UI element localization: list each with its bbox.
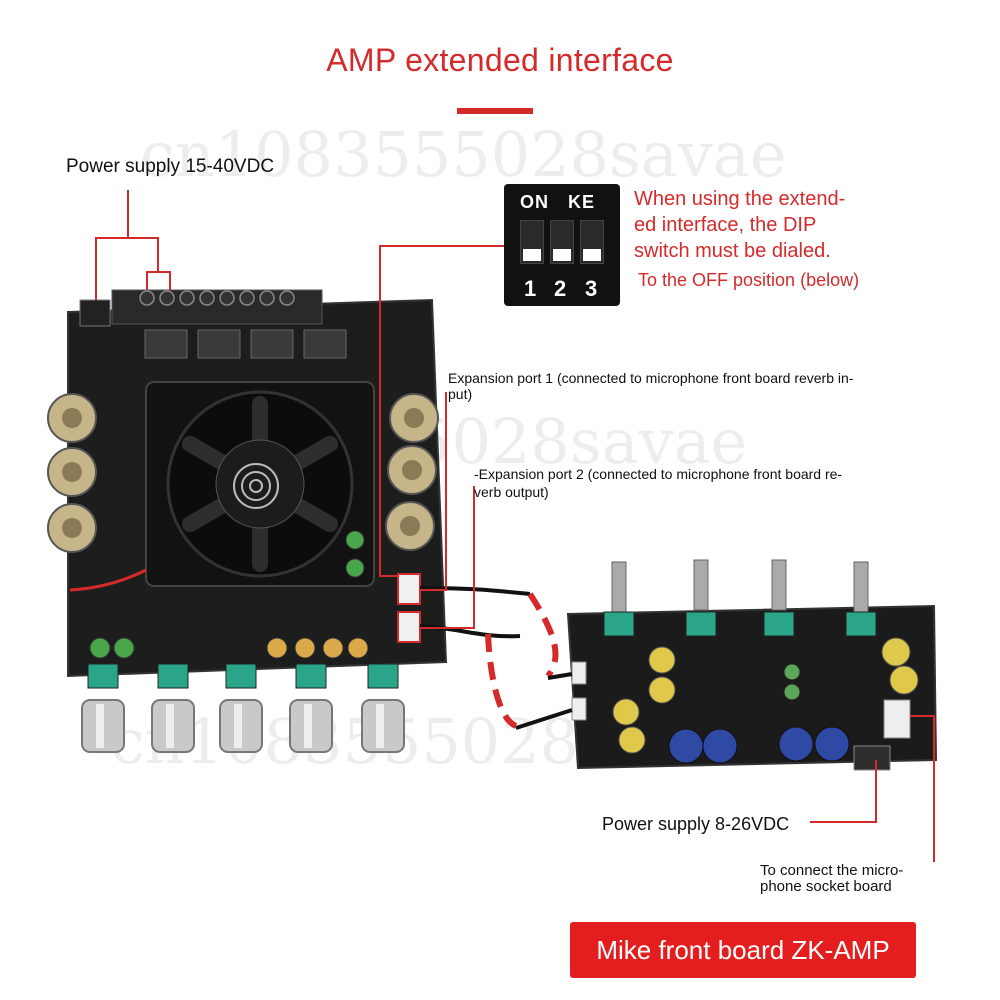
mic-socket-line2: phone socket board bbox=[760, 878, 892, 895]
power-supply-main-label: Power supply 15-40VDC bbox=[66, 156, 275, 177]
dip-ke-label: KE bbox=[568, 192, 596, 212]
amplifier-board bbox=[47, 289, 448, 753]
expansion-port1-line2: put) bbox=[448, 386, 473, 402]
page-title: AMP extended interface bbox=[326, 42, 674, 78]
expansion-port2-line1: -Expansion port 2 (connected to micropho… bbox=[474, 466, 843, 482]
expansion-port1-line1: Expansion port 1 (connected to microphon… bbox=[448, 370, 854, 386]
dip-note-line3: switch must be dialed. bbox=[634, 240, 831, 262]
dip-note-line2: ed interface, the DIP bbox=[634, 214, 817, 236]
mic-socket-line1: To connect the micro- bbox=[760, 862, 904, 879]
board-name-banner: Mike front board ZK-AMP bbox=[570, 922, 916, 978]
watermark-top: cn1083555028savae bbox=[140, 118, 787, 191]
dip-number-2: 2 bbox=[554, 276, 567, 301]
dip-note-line1: When using the extend- bbox=[634, 188, 846, 210]
dip-on-label: ON bbox=[520, 192, 549, 212]
dip-note-line4: To the OFF position (below) bbox=[638, 270, 860, 290]
dip-switch-graphic: ON KE 1 2 3 bbox=[504, 184, 620, 306]
dip-switch-2 bbox=[550, 220, 574, 264]
dip-number-1: 1 bbox=[524, 276, 537, 301]
title-underline bbox=[457, 108, 533, 114]
dip-number-3: 3 bbox=[585, 276, 598, 301]
cables bbox=[419, 586, 573, 730]
board-name-text: Mike front board ZK-AMP bbox=[596, 934, 890, 965]
power-supply-front-label: Power supply 8-26VDC bbox=[602, 814, 790, 834]
mic-front-board bbox=[566, 559, 938, 771]
expansion-port2-line2: verb output) bbox=[474, 484, 549, 500]
watermark-middle: 5028savae bbox=[412, 405, 748, 478]
dip-switch-1 bbox=[520, 220, 544, 264]
dip-switch-3 bbox=[580, 220, 604, 264]
leader-lines bbox=[95, 190, 935, 862]
